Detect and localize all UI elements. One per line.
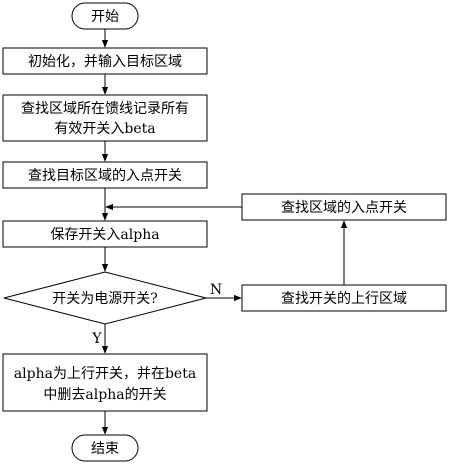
yes-label: Y bbox=[91, 331, 102, 347]
end-terminator: 结束 bbox=[71, 434, 139, 462]
init-box: 初始化，并输入目标区域 bbox=[2, 47, 208, 75]
power-switch-decision: 开关为电源开关? bbox=[3, 271, 207, 325]
find-upstream-region-label: 查找开关的上行区域 bbox=[281, 291, 407, 307]
find-region-entry-label: 查找区域的入点开关 bbox=[281, 200, 407, 216]
init-label: 初始化，并输入目标区域 bbox=[28, 53, 182, 70]
find-region-entry-box: 查找区域的入点开关 bbox=[241, 193, 447, 221]
no-label: N bbox=[210, 282, 222, 298]
start-label: 开始 bbox=[91, 9, 119, 25]
record-beta-line1: 查找区域所在馈线记录所有 bbox=[21, 101, 189, 117]
upstream-switch-line2: 中删去alpha的开关 bbox=[43, 387, 166, 403]
upstream-switch-line1: alpha为上行开关，并在beta bbox=[14, 366, 196, 382]
upstream-switch-box: alpha为上行开关，并在beta 中删去alpha的开关 bbox=[2, 353, 208, 412]
target-entry-label: 查找目标区域的入点开关 bbox=[28, 168, 182, 184]
save-alpha-label: 保存开关入alpha bbox=[50, 227, 159, 243]
save-alpha-box: 保存开关入alpha bbox=[2, 220, 208, 248]
end-label: 结束 bbox=[91, 441, 119, 457]
start-terminator: 开始 bbox=[71, 2, 139, 30]
target-entry-box: 查找目标区域的入点开关 bbox=[2, 161, 208, 189]
record-beta-line2: 有效开关入beta bbox=[54, 121, 155, 137]
record-beta-box: 查找区域所在馈线记录所有 有效开关入beta bbox=[2, 94, 208, 142]
decision-label: 开关为电源开关? bbox=[52, 291, 158, 307]
find-upstream-region-box: 查找开关的上行区域 bbox=[241, 284, 447, 312]
